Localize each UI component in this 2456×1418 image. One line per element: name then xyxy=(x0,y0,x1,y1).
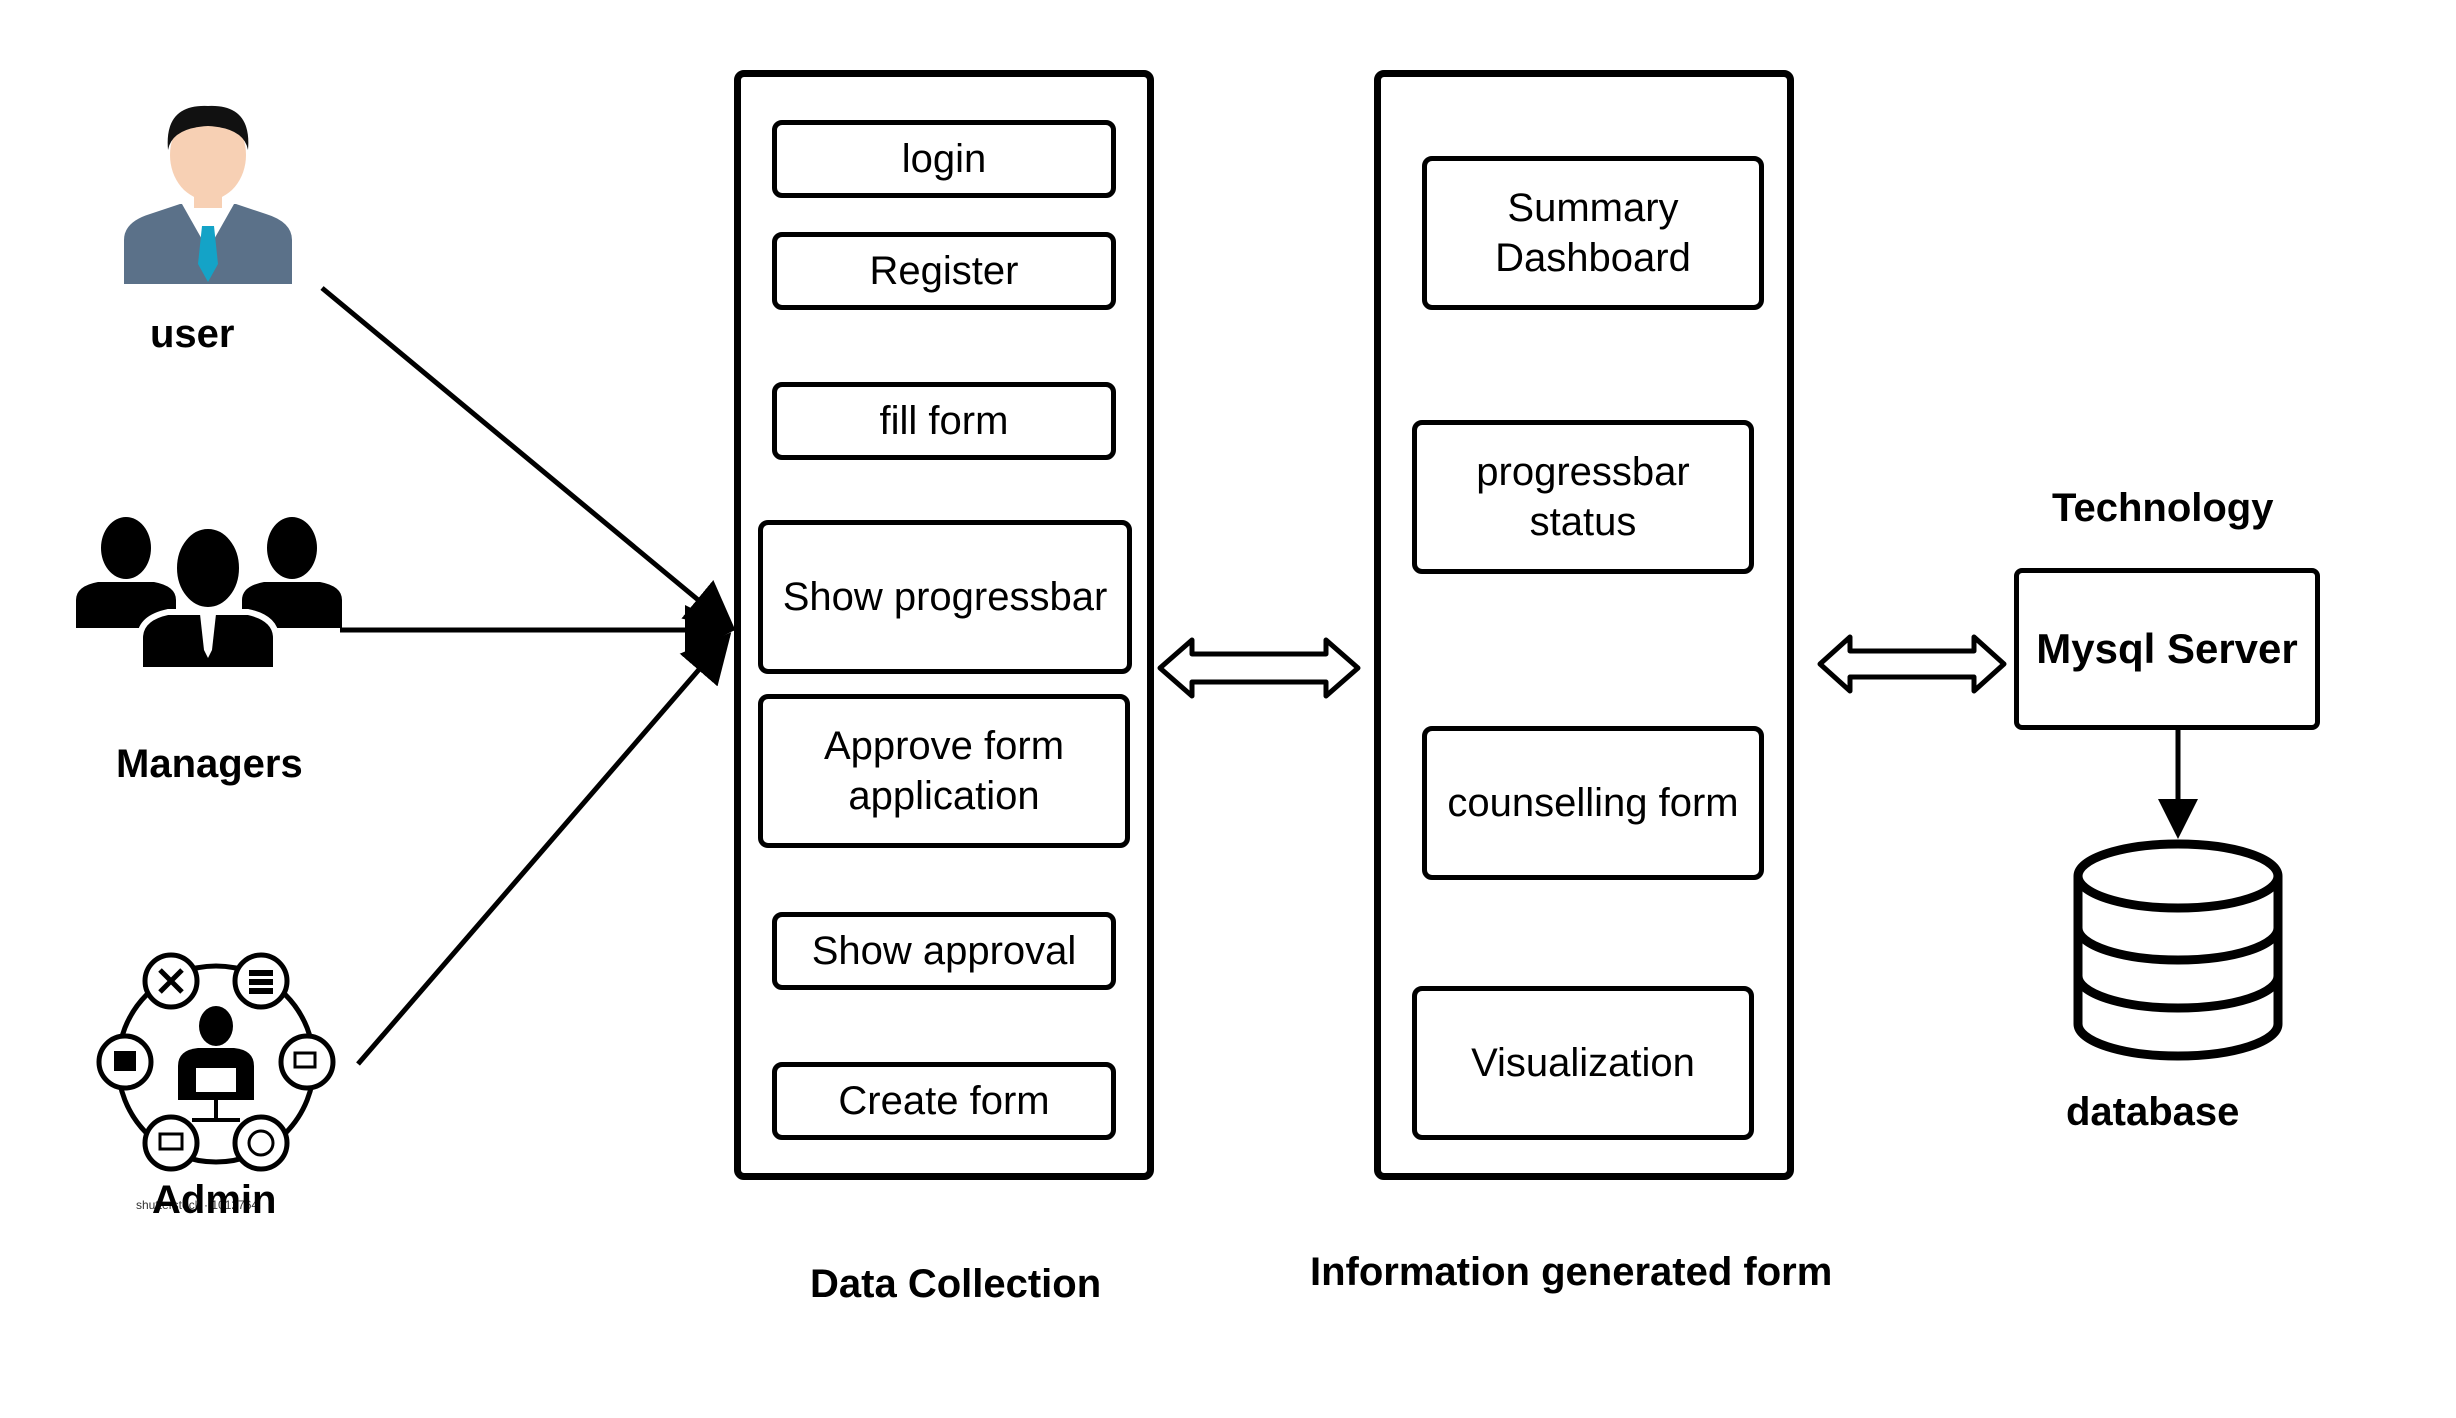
show-approval-box: Show approval xyxy=(772,912,1116,990)
data-collection-title: Data Collection xyxy=(810,1262,1102,1306)
user-label: user xyxy=(150,312,235,356)
admin-icon xyxy=(96,952,336,1172)
double-arrow-right xyxy=(1817,634,2007,694)
mysql-server-box: Mysql Server xyxy=(2014,568,2320,730)
double-arrow-left xyxy=(1157,637,1361,699)
approve-form-box: Approve form application xyxy=(758,694,1130,848)
user-arrow xyxy=(320,286,736,632)
fill-form-box: fill form xyxy=(772,382,1116,460)
user-icon xyxy=(124,105,292,284)
information-generated-title: Information generated form xyxy=(1310,1250,1833,1294)
register-box: Register xyxy=(772,232,1116,310)
database-icon xyxy=(2073,839,2283,1061)
visualization-box: Visualization xyxy=(1412,986,1754,1140)
login-box: login xyxy=(772,120,1116,198)
managers-label: Managers xyxy=(116,742,303,786)
managers-icon xyxy=(76,517,342,673)
progressbar-status-box: progressbar status xyxy=(1412,420,1754,574)
counselling-form-box: counselling form xyxy=(1422,726,1764,880)
show-progressbar-box: Show progressbar xyxy=(758,520,1132,674)
admin-arrow xyxy=(356,632,732,1066)
admin-watermark: shutterstock · 1012764 xyxy=(136,1198,259,1212)
create-form-box: Create form xyxy=(772,1062,1116,1140)
technology-title: Technology xyxy=(2052,486,2274,530)
admin-label: Admin xyxy=(152,1178,277,1222)
summary-dashboard-box: Summary Dashboard xyxy=(1422,156,1764,310)
database-label: database xyxy=(2066,1090,2240,1134)
